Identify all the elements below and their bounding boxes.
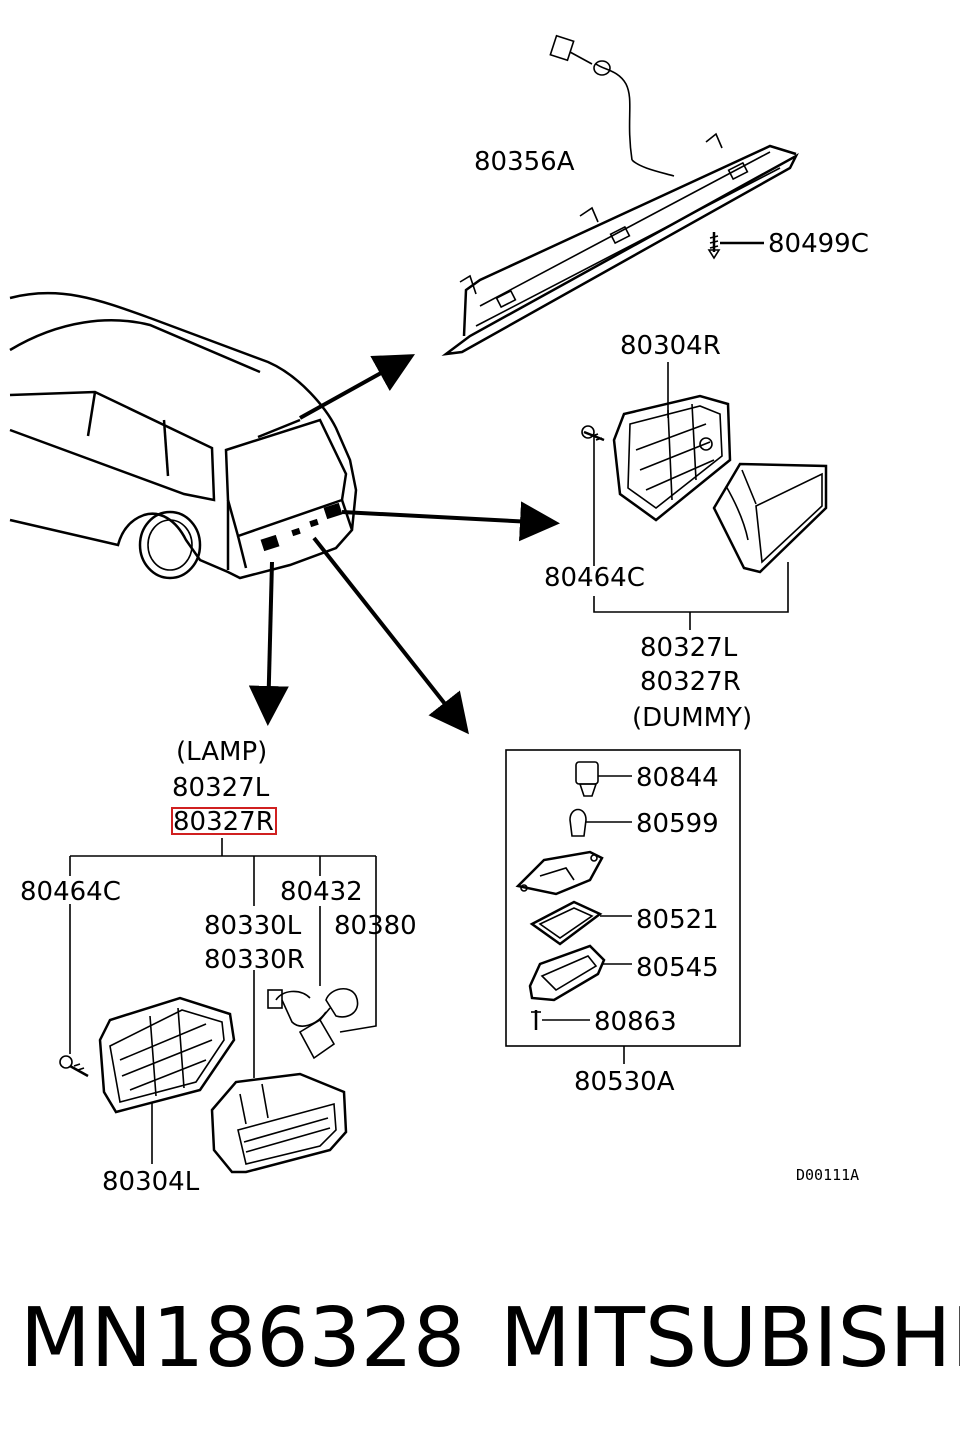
- part-label-80464c: 80464C: [20, 877, 121, 907]
- socket-icon: [575, 761, 632, 797]
- screw-icon: [59, 1055, 89, 1078]
- part-label-80356a: 80356A: [474, 147, 575, 177]
- part-label-80863: 80863: [594, 1007, 677, 1037]
- license-lamp-parts-box: [505, 749, 741, 1064]
- screw-icon: [581, 425, 605, 442]
- lamp-label: (LAMP): [176, 737, 267, 767]
- footer-brand: MITSUBISHI: [500, 1291, 960, 1386]
- car-rear-view-icon: [9, 291, 358, 580]
- dummy-label: (DUMMY): [632, 703, 752, 733]
- part-label-80330l: 80330L: [204, 911, 302, 941]
- lamp-housing-right-icon: [612, 394, 732, 522]
- lamp-lens-right-icon: [712, 462, 828, 574]
- screw-icon: [531, 1010, 590, 1030]
- part-label-80499c: 80499C: [768, 229, 869, 259]
- screw-icon: [707, 232, 764, 260]
- bulb-icon: [569, 808, 632, 837]
- footer-part-number: MN186328: [20, 1291, 465, 1386]
- part-label-80327l: 80327L: [172, 773, 270, 803]
- highlight-box: [171, 807, 277, 835]
- lamp-body-icon: [528, 944, 632, 1002]
- lamp-housing-left-icon: [98, 996, 236, 1114]
- lamp-lens-icon: [515, 850, 604, 896]
- part-label-80432: 80432: [280, 877, 363, 907]
- part-label-80327r-top: 80327R: [640, 667, 741, 697]
- lamp-lens-left-icon: [210, 1072, 348, 1174]
- part-label-80530a: 80530A: [574, 1067, 675, 1097]
- gasket-icon: [529, 900, 632, 946]
- part-label-80304r: 80304R: [620, 331, 721, 361]
- part-label-80521: 80521: [636, 905, 719, 935]
- socket-and-bulb-icon: [267, 988, 359, 1060]
- part-label-80327r-highlighted[interactable]: 80327R: [173, 807, 274, 837]
- part-label-80380: 80380: [334, 911, 417, 941]
- part-label-80304l: 80304L: [102, 1167, 200, 1197]
- part-label-80464c-top: 80464C: [544, 563, 645, 593]
- diagram-code: D00111A: [796, 1166, 859, 1184]
- leader-arrows: [248, 354, 560, 735]
- part-label-80599: 80599: [636, 809, 719, 839]
- part-label-80327l-top: 80327L: [640, 633, 738, 663]
- high-mount-stop-lamp-icon: [441, 34, 799, 356]
- part-label-80844: 80844: [636, 763, 719, 793]
- part-label-80545: 80545: [636, 953, 719, 983]
- part-label-80330r: 80330R: [204, 945, 305, 975]
